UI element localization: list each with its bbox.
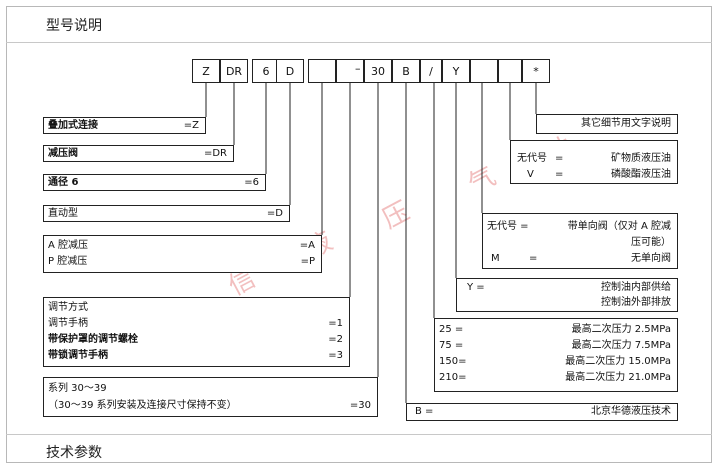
box-code: =2 [328, 334, 343, 345]
box-label: A 腔减压 [48, 240, 89, 251]
box-code: =30 [349, 400, 371, 411]
box-pressure: 25 = 最高二次压力 2.5MPa 75 = 最高二次压力 7.5MPa 150=… [434, 318, 678, 392]
code-cell-slash: / [420, 59, 442, 83]
box-other-details: 其它细节用文字说明 [536, 114, 678, 134]
box-value: 最高二次压力 2.5MPa [571, 324, 671, 335]
code-cell-check [470, 59, 498, 83]
box-value: 控制油外部排放 [601, 297, 671, 308]
code-cell-d: D [276, 59, 304, 83]
box-key: B = [415, 406, 434, 417]
code-dash: – [355, 62, 361, 75]
box-key: 210= [439, 372, 467, 383]
box-value: 压可能） [631, 237, 671, 248]
code-cell-z: Z [192, 59, 220, 83]
box-key: 无代号 [517, 153, 547, 164]
box-code: =D [266, 208, 283, 219]
box-title: 调节方式 [48, 302, 88, 313]
box-eq: = [555, 153, 564, 164]
box-code: =DR [203, 148, 227, 159]
box-code: =Z [183, 120, 199, 131]
code-cell-series: 30 [364, 59, 392, 83]
box-value: 带单向阀（仅对 A 腔减 [567, 221, 671, 232]
box-check-valve: 无代号 = 带单向阀（仅对 A 腔减 压可能） M = 无单向阀 [482, 213, 678, 269]
box-series: 系列 30～39 （30～39 系列安装及连接尺寸保持不变） =30 [43, 377, 378, 417]
box-chamber: A 腔减压 =A P 腔减压 =P [43, 235, 322, 273]
box-code: =A [299, 240, 315, 251]
box-label: 带保护罩的调节螺栓 [48, 334, 138, 345]
box-label: （30～39 系列安装及连接尺寸保持不变） [48, 400, 237, 411]
box-value: 磷酸酯液压油 [611, 169, 671, 180]
code-cell-dr: DR [220, 59, 248, 83]
box-key: Y = [467, 282, 485, 293]
code-cell-adjust [336, 59, 364, 83]
box-key: 25 = [439, 324, 464, 335]
page-frame [6, 6, 712, 463]
box-key: 75 = [439, 340, 464, 351]
box-key: V [527, 169, 534, 180]
code-cell-b: B [392, 59, 420, 83]
box-label: P 腔减压 [48, 256, 88, 267]
box-key: M [491, 253, 500, 264]
code-cell-y: Y [442, 59, 470, 83]
box-label: 带锁调节手柄 [48, 350, 108, 361]
section-title-tech: 技术参数 [46, 445, 102, 461]
section-title-model: 型号说明 [46, 18, 102, 34]
box-code: =3 [328, 350, 343, 361]
box-label: 叠加式连接 [48, 120, 98, 131]
box-label: 直动型 [48, 208, 78, 219]
box-code: =P [300, 256, 315, 267]
box-adjust-method: 调节方式 调节手柄 =1 带保护罩的调节螺栓 =2 带锁调节手柄 =3 [43, 297, 350, 367]
box-label: 其它细节用文字说明 [581, 118, 671, 129]
box-value: 最高二次压力 21.0MPa [565, 372, 671, 383]
box-size: 通径 6 =6 [43, 174, 266, 191]
box-seal: 无代号 = 矿物质液压油 V = 磷酸酯液压油 [510, 140, 678, 184]
box-value: 北京华德液压技术 [591, 406, 671, 417]
box-code: =1 [328, 318, 343, 329]
box-label: 减压阀 [48, 148, 78, 159]
box-value: 控制油内部供给 [601, 282, 671, 293]
box-direct-acting: 直动型 =D [43, 205, 290, 222]
box-stack-connection: 叠加式连接 =Z [43, 117, 206, 134]
divider-bottom [6, 434, 712, 435]
divider-top [6, 42, 712, 43]
box-label: 调节手柄 [48, 318, 88, 329]
box-code: =6 [244, 177, 259, 188]
code-cell-chamber [308, 59, 336, 83]
box-value: 无单向阀 [631, 253, 671, 264]
box-key: 无代号 = [487, 221, 529, 232]
box-eq: = [529, 253, 538, 264]
box-key: 150= [439, 356, 467, 367]
box-manufacturer: B = 北京华德液压技术 [406, 403, 678, 421]
box-value: 矿物质液压油 [611, 153, 671, 164]
box-pilot-oil: Y = 控制油内部供给 控制油外部排放 [456, 278, 678, 312]
box-reducing-valve: 减压阀 =DR [43, 145, 234, 162]
box-label: 系列 30～39 [48, 383, 107, 394]
code-cell-seal [498, 59, 522, 83]
box-label: 通径 6 [48, 177, 79, 188]
box-eq: = [555, 169, 564, 180]
code-cell-other: * [522, 59, 550, 83]
box-value: 最高二次压力 15.0MPa [565, 356, 671, 367]
box-value: 最高二次压力 7.5MPa [571, 340, 671, 351]
